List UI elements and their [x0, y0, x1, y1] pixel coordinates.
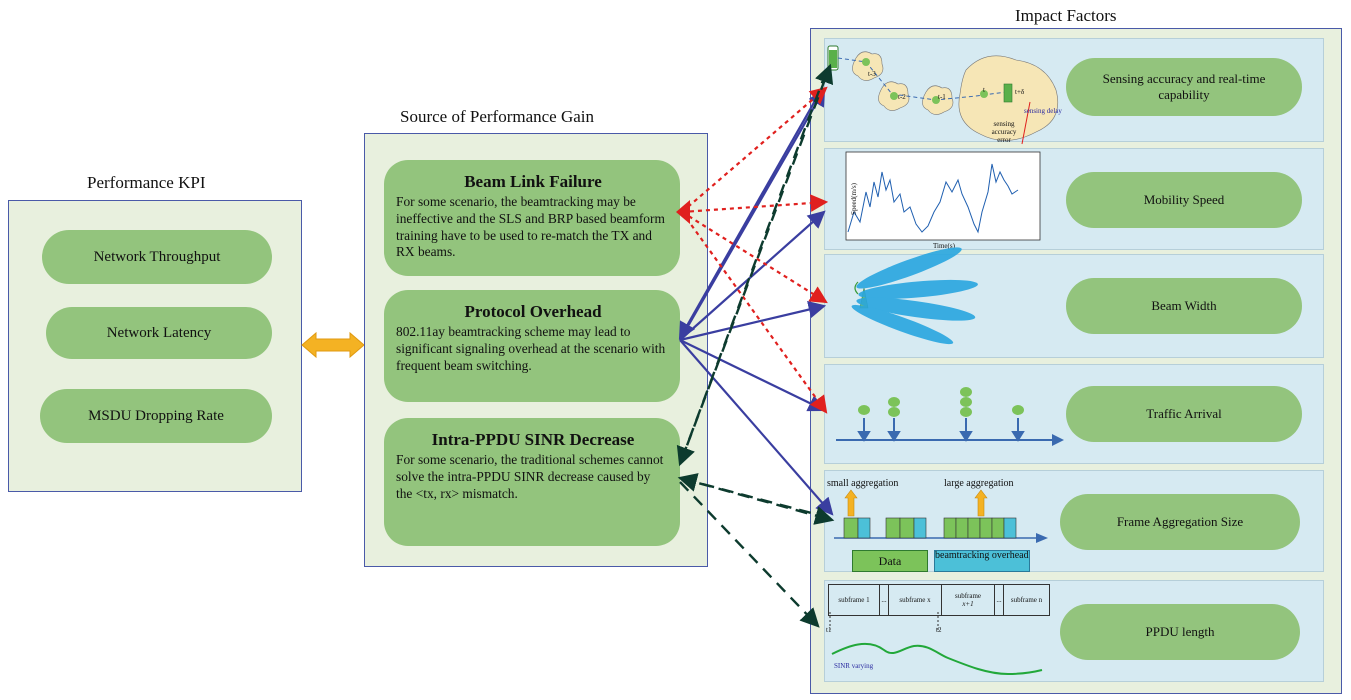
sensing-illustration: [827, 45, 1059, 145]
arrow-sinr-ppdu: [679, 481, 820, 628]
arrow-overhead-beam: [679, 300, 827, 342]
ppdu-dots-1: ...: [880, 585, 889, 615]
factor-beam-width: Beam Width: [1066, 278, 1302, 334]
gain-intra-ppdu-sinr: Intra-PPDU SINR Decrease For some scenar…: [384, 418, 680, 546]
failure-arrowhead: [676, 200, 690, 224]
mobility-xlabel: Time(s): [933, 242, 955, 250]
impact-title: Impact Factors: [1015, 6, 1117, 25]
sensing-label-t-1: t-1: [938, 93, 946, 101]
ppdu-subframe-x: subframe x: [889, 585, 942, 615]
ppdu-sinr-label: SINR varying: [834, 662, 874, 670]
gain-desc-protocol-overhead: 802.11ay beamtracking scheme may lead to…: [396, 324, 666, 373]
gain-beam-link-failure: Beam Link Failure For some scenario, the…: [384, 160, 680, 276]
beam-pattern-icon: [851, 247, 978, 345]
factor-sensing: Sensing accuracy and real-time capabilit…: [1066, 58, 1302, 116]
ppdu-subframe-x1-index: x+1: [962, 600, 974, 608]
ppdu-subframe-n: subframe n: [1010, 596, 1043, 604]
ppdu-subframe-x1-label: subframe: [954, 592, 982, 600]
aggregation-small-label: small aggregation: [827, 478, 899, 489]
traffic-arrival-diagram: [836, 387, 1064, 446]
sensing-label-accuracy: sensing accuracy error: [991, 120, 1017, 144]
arrow-failure-beam: [681, 211, 828, 304]
kpi-msdu-dropping-rate: MSDU Dropping Rate: [40, 389, 272, 443]
arrow-overhead-traffic: [679, 339, 826, 412]
factor-mobility: Mobility Speed: [1066, 172, 1302, 228]
factor-ppdu-length: PPDU length: [1060, 604, 1300, 660]
gain-title-protocol-overhead: Protocol Overhead: [464, 302, 602, 321]
gain-title: Source of Performance Gain: [400, 107, 595, 126]
factor-frame-aggregation: Frame Aggregation Size: [1060, 494, 1300, 550]
aggregation-legend-data: Data: [852, 550, 928, 572]
aggregation-large-label: large aggregation: [944, 478, 1014, 489]
gain-title-beam-link-failure: Beam Link Failure: [464, 172, 602, 191]
kpi-network-throughput: Network Throughput: [42, 230, 272, 284]
arrow-failure-sensing: [681, 86, 828, 213]
aggregation-legend-overhead: beamtracking overhead: [934, 550, 1030, 572]
factor-traffic-arrival: Traffic Arrival: [1066, 386, 1302, 442]
gain-title-intra-ppdu-sinr: Intra-PPDU SINR Decrease: [431, 430, 635, 449]
arrow-sensing-overhead: [678, 91, 821, 340]
sensing-label-delay: sensing delay: [1024, 107, 1062, 115]
gain-desc-intra-ppdu-sinr: For some scenario, the traditional schem…: [396, 452, 664, 501]
ppdu-subframe-1: subframe 1: [829, 585, 880, 615]
kpi-network-latency: Network Latency: [46, 307, 272, 359]
gain-desc-beam-link-failure: For some scenario, the beamtracking may …: [396, 194, 665, 260]
arrow-overhead-aggregation: [679, 339, 834, 516]
arrow-failure-traffic: [681, 211, 828, 414]
ppdu-subframe-x1: subframe x+1: [942, 585, 995, 615]
sensing-label-t: t: [983, 86, 985, 94]
mobility-speed-chart: [845, 151, 1041, 241]
arrow-failure-mobility: [681, 194, 829, 214]
gain-protocol-overhead: Protocol Overhead 802.11ay beamtracking …: [384, 290, 680, 402]
kpi-title: Performance KPI: [87, 173, 206, 192]
ppdu-dots-2: ...: [995, 585, 1004, 615]
arrow-overhead-sensing: [679, 88, 826, 341]
sensing-label-t-2: t-2: [898, 93, 906, 101]
frame-aggregation-diagram: [834, 489, 1048, 543]
sensing-label-t-delta: t+δ: [1015, 88, 1025, 96]
sinr-curve: [829, 612, 1043, 676]
ppdu-subframes: subframe 1 ... subframe x subframe x+1 .…: [828, 584, 1050, 616]
ppdu-t2: t2: [936, 626, 942, 634]
arrow-sensing-sinr: [676, 71, 828, 467]
sensing-label-t-3: t-3: [868, 70, 876, 78]
ppdu-t1: t1: [826, 626, 832, 634]
arrow-aggregation-sinr: [677, 473, 831, 520]
